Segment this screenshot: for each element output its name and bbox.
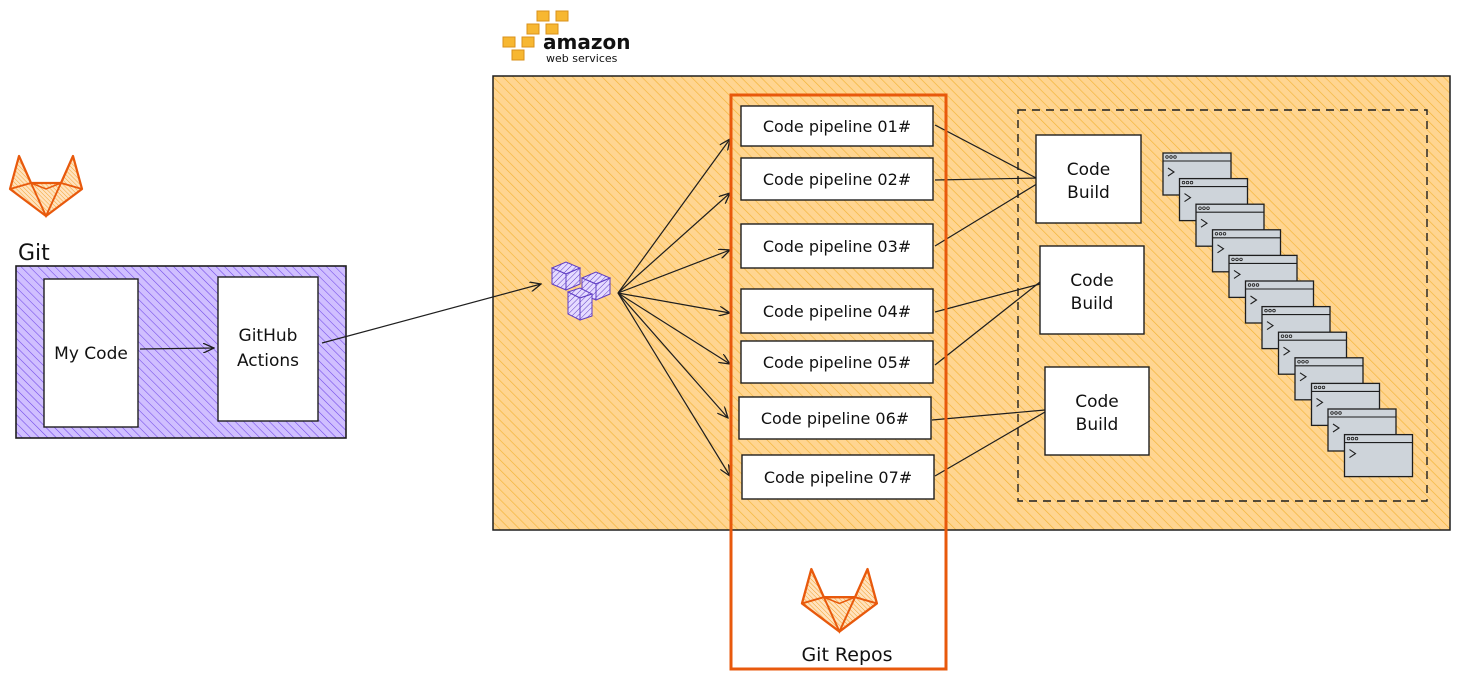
my-code-box[interactable]	[43, 278, 139, 428]
connector-04	[934, 283, 1041, 313]
pipeline-label: Code pipeline 05#	[763, 353, 911, 372]
pipeline-box[interactable]: Code pipeline 07#	[741, 454, 935, 500]
git-label: Git	[18, 241, 50, 266]
pipeline-box[interactable]: Code pipeline 02#	[740, 157, 934, 201]
build-zone	[1017, 109, 1428, 502]
code-build-label-line1: Code	[1075, 392, 1119, 412]
codecommit-cube-icon	[550, 261, 612, 321]
aws-logo: amazon web services	[502, 10, 630, 65]
aws-logo-word: amazon	[543, 30, 630, 54]
pipeline-label: Code pipeline 03#	[763, 237, 911, 256]
github-actions-label-line2: Actions	[237, 351, 299, 371]
github-actions-label-line1: GitHub	[239, 326, 298, 346]
pipeline-box[interactable]: Code pipeline 05#	[740, 340, 934, 384]
connector-02	[934, 177, 1041, 181]
arrow-fan-05	[617, 292, 730, 364]
git-section: Git My Code GitHub Actions	[8, 154, 347, 439]
connector-01	[934, 124, 1041, 181]
code-build-label-line2: Build	[1076, 415, 1119, 435]
git-repos-frame	[729, 93, 948, 671]
pipeline-box[interactable]: Code pipeline 01#	[740, 105, 934, 147]
pipeline-label: Code pipeline 06#	[761, 409, 909, 428]
aws-boxes-icon	[502, 10, 569, 61]
pipeline-box[interactable]: Code pipeline 06#	[738, 396, 932, 440]
pipeline-label: Code pipeline 02#	[763, 170, 911, 189]
pipeline-box[interactable]: Code pipeline 03#	[740, 223, 934, 269]
terminal-stack	[1162, 152, 1414, 478]
code-build-label-line2: Build	[1067, 183, 1110, 203]
arrow-actions-to-aws	[321, 284, 541, 344]
arrow-code-to-actions	[139, 348, 214, 349]
arrow-fan-06	[617, 292, 728, 418]
pipeline-label: Code pipeline 07#	[764, 468, 912, 487]
arrow-fan-01	[617, 139, 730, 294]
code-build-label-line2: Build	[1071, 294, 1114, 314]
github-actions-box[interactable]	[217, 276, 319, 422]
arrows	[139, 124, 1046, 477]
git-repos-label: Git Repos	[801, 644, 892, 666]
code-build-label-line1: Code	[1067, 160, 1111, 180]
pipeline-box[interactable]: Code pipeline 04#	[740, 288, 934, 334]
connector-07	[934, 411, 1046, 477]
arrow-fan-07	[617, 292, 730, 476]
terminal-window-icon	[1343, 433, 1414, 478]
code-build-label-line1: Code	[1070, 271, 1114, 291]
connector-06	[931, 409, 1046, 421]
pipeline-label: Code pipeline 01#	[763, 117, 911, 136]
gitlab-fox-icon	[8, 154, 84, 219]
arrow-fan-02	[617, 193, 730, 294]
gitlab-fox-icon	[800, 567, 879, 634]
pipeline-label: Code pipeline 04#	[763, 302, 911, 321]
aws-logo-sub: web services	[546, 52, 618, 65]
arrow-fan-04	[617, 292, 730, 313]
my-code-label: My Code	[54, 344, 128, 364]
connector-05	[934, 281, 1041, 366]
arrow-fan-03	[617, 250, 730, 294]
pipeline-list: Code pipeline 01# Code pipeline 02# Code p…	[738, 105, 935, 500]
connector-03	[934, 181, 1041, 247]
